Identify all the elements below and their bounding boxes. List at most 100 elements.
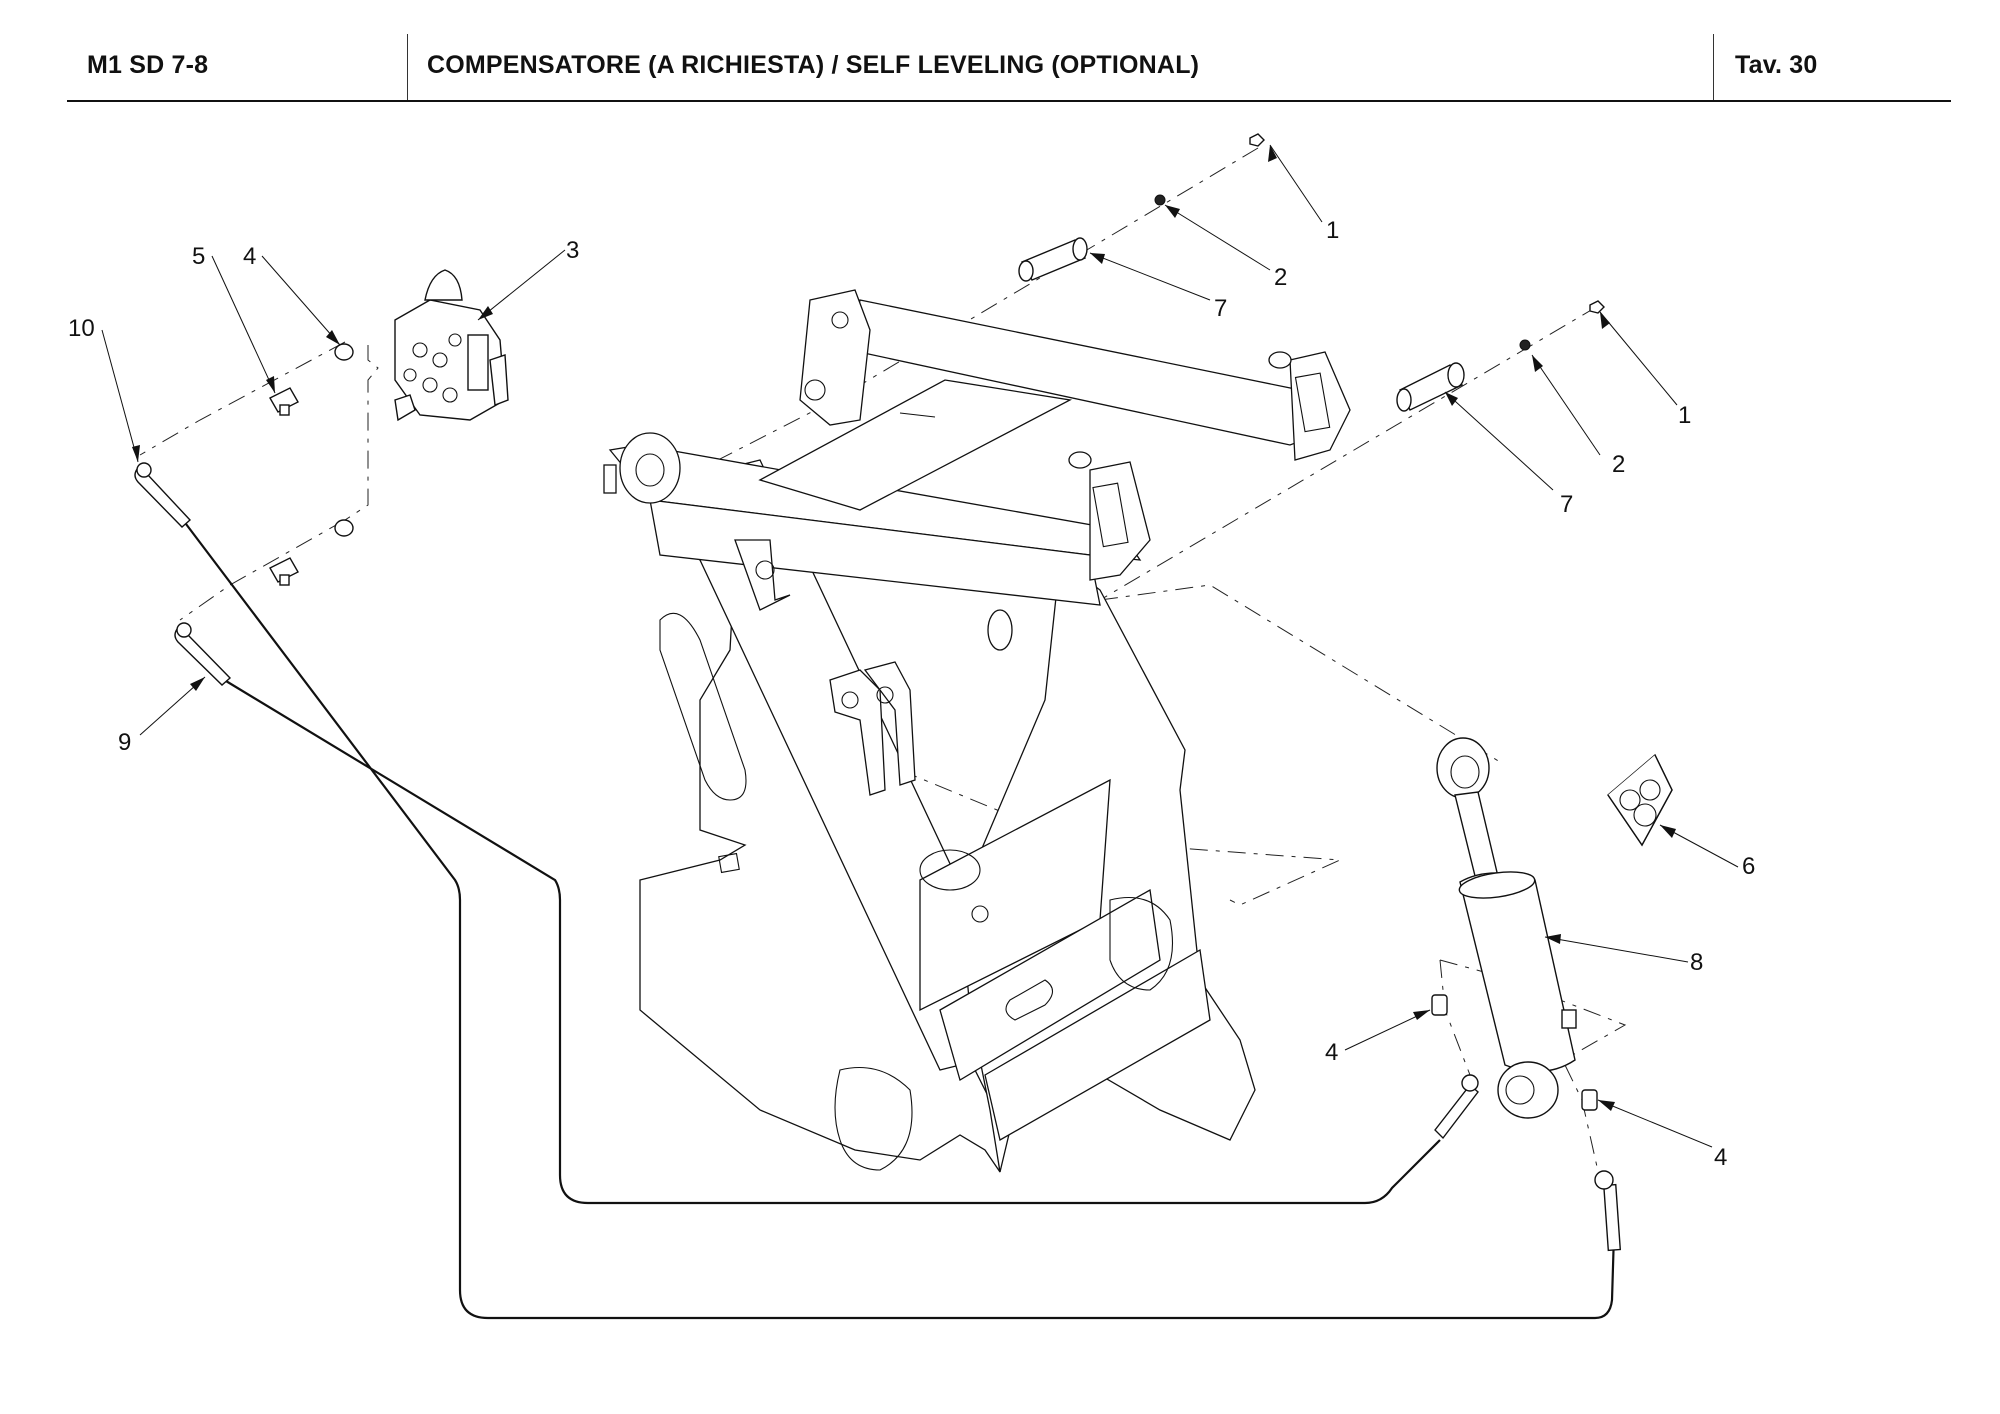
assembly-axis-port-right <box>1564 1064 1601 1181</box>
tee-5-lower <box>269 557 299 583</box>
washer-2-lower <box>1519 339 1531 351</box>
arrow-head <box>1598 1100 1615 1111</box>
valve-mount-bracket <box>489 354 509 406</box>
hose-9-line <box>225 680 1441 1205</box>
tee-5-lower-branch <box>279 574 290 586</box>
leveling-cylinder-8 <box>1436 737 1577 1119</box>
arrow-head <box>1268 145 1277 162</box>
frame-tab <box>718 852 740 874</box>
frame-oval-slot <box>659 612 747 801</box>
valve-nozzle <box>394 394 416 422</box>
leader-1-upper <box>1269 144 1323 223</box>
table-number: Tav. 30 <box>1735 50 1818 79</box>
swing-frame-center-plate <box>758 379 1073 511</box>
callout-9: 9 <box>118 729 131 756</box>
tee-5-upper-branch <box>279 404 290 416</box>
wedge-hole <box>1633 803 1657 827</box>
arrow-head <box>1413 1010 1430 1020</box>
callout-7: 7 <box>1214 295 1227 322</box>
callout-10: 10 <box>68 315 95 342</box>
arrow-head <box>326 330 340 345</box>
cylinder-rod-eye-bore <box>1450 755 1480 789</box>
callout-leaders <box>101 144 1739 1148</box>
header-divider <box>407 34 408 100</box>
callout-4: 4 <box>1714 1144 1727 1171</box>
leader-1-lower <box>1599 311 1678 406</box>
wedge-hole <box>1639 779 1661 801</box>
frame-bracket-left <box>829 669 886 796</box>
header-divider <box>1713 34 1714 100</box>
swing-frame-end-plate-rear <box>1289 351 1351 461</box>
callout-7: 7 <box>1560 491 1573 518</box>
arrow-head <box>1545 934 1561 944</box>
hose-10-line <box>185 523 1617 1320</box>
swing-link <box>734 539 791 611</box>
fitting-4-cylinder-right <box>1581 1089 1598 1111</box>
callout-4: 4 <box>1325 1039 1338 1066</box>
assembly-axis-port-left <box>1439 959 1471 1076</box>
frame-motor-hole-left <box>834 1066 913 1171</box>
drawing-header: M1 SD 7-8 COMPENSATORE (A RICHIESTA) / S… <box>67 30 1951 102</box>
pivot-plate <box>799 289 871 426</box>
swing-link-hole <box>755 560 775 580</box>
pin-assembly-lower <box>1396 300 1605 412</box>
pin-assembly-upper <box>1018 133 1265 282</box>
arrow-head <box>1165 205 1180 218</box>
valve-solenoid <box>467 334 489 391</box>
callout-8: 8 <box>1690 949 1703 976</box>
pin-7-upper-end <box>1018 260 1034 282</box>
callout-2: 2 <box>1612 451 1625 478</box>
model-code: M1 SD 7-8 <box>87 50 209 79</box>
leader-7-upper <box>1089 252 1211 301</box>
washer-2-upper <box>1154 194 1166 206</box>
swing-frame <box>603 289 1351 611</box>
callout-6: 6 <box>1742 853 1755 880</box>
bracket-hole <box>841 691 859 709</box>
frame-motor-hole-right <box>1109 896 1173 991</box>
end-plate-window <box>1294 372 1331 433</box>
callout-3: 3 <box>566 237 579 264</box>
wedge-hole <box>1619 789 1641 811</box>
cylinder-barrel <box>1459 872 1576 1073</box>
assembly-axis-valve <box>344 345 379 521</box>
hose-10-nut <box>136 462 152 478</box>
fitting-4-lower <box>334 519 354 537</box>
pivot-hole <box>804 379 826 401</box>
frame-grease-fitting <box>971 905 989 923</box>
arrow-head <box>1660 825 1676 838</box>
pivot-tab <box>603 464 617 494</box>
arrow-head <box>1445 392 1458 406</box>
callout-2: 2 <box>1274 264 1287 291</box>
swing-frame-boss <box>1068 451 1092 469</box>
arrow-head <box>1600 312 1610 329</box>
leader-2-lower <box>1531 354 1601 456</box>
frame-bracket-right <box>863 661 916 786</box>
hose-10-end <box>1603 1183 1622 1252</box>
frame-tube-end <box>987 609 1013 651</box>
callout-5: 5 <box>192 243 205 270</box>
swing-frame-end-plate-front <box>1089 461 1151 581</box>
screw-1-lower <box>1589 300 1605 314</box>
leader-8 <box>1544 936 1689 963</box>
assembly-axis-upper-pin <box>639 147 1259 501</box>
valve-dome <box>424 269 463 301</box>
leader-4-right <box>1597 1099 1713 1148</box>
pivot-bushing <box>619 432 681 504</box>
callout-arrowheads <box>132 145 1676 1111</box>
pivot-bushing-bore <box>635 453 665 487</box>
callout-1: 1 <box>1326 217 1339 244</box>
pin-7-lower-end <box>1396 388 1412 412</box>
tee-5-upper <box>269 387 299 413</box>
leader-5 <box>211 255 276 394</box>
leader-10 <box>101 329 139 463</box>
hose-9-end <box>1434 1083 1479 1140</box>
fitting-4-cylinder-left <box>1431 994 1448 1016</box>
hose-9-nut <box>176 622 192 638</box>
wedge-6 <box>1607 753 1673 847</box>
end-plate-window <box>1092 482 1129 548</box>
arrow-head <box>1532 355 1543 372</box>
valve-block-3 <box>394 269 509 422</box>
cylinder-head <box>1458 871 1536 899</box>
main-frame <box>608 444 1256 1173</box>
